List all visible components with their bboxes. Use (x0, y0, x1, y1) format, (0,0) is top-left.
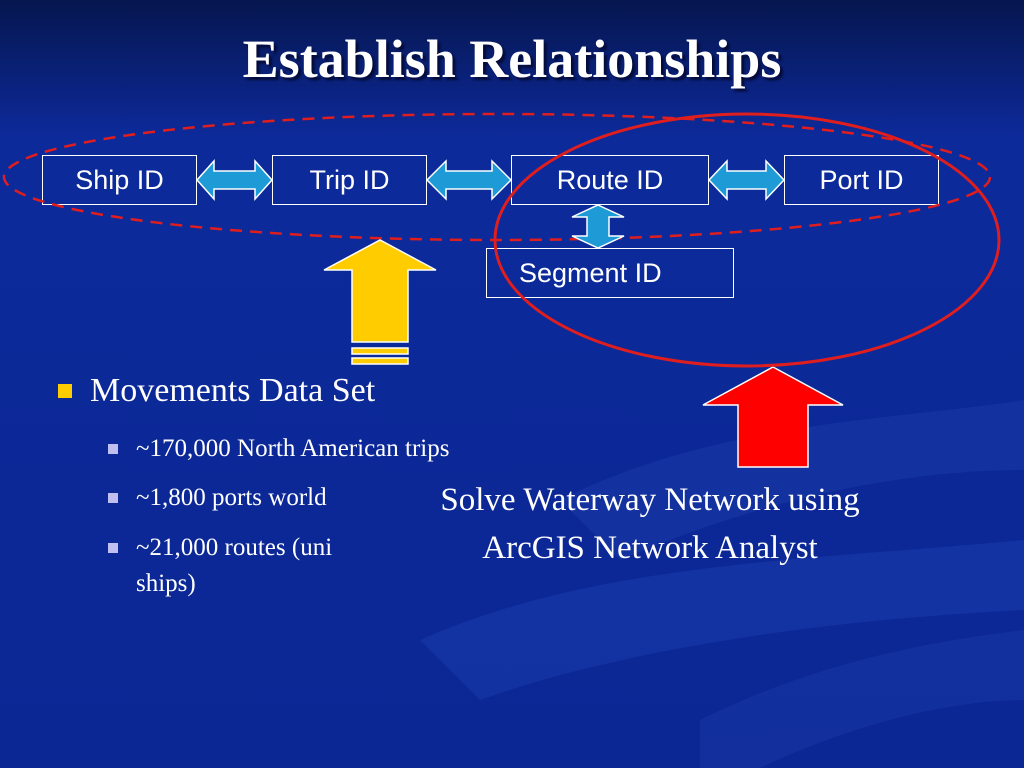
bullet-ports: ~1,800 ports world (108, 480, 400, 516)
port-id-box: Port ID (784, 155, 939, 205)
bullet-square-icon (108, 493, 118, 503)
trip-id-label: Trip ID (309, 164, 390, 195)
bullet-movements-text: Movements Data Set (90, 372, 376, 409)
callout-line1: Solve Waterway Network using (440, 482, 860, 518)
callout-line2: ArcGIS Network Analyst (482, 530, 818, 566)
bullet-routes-line2: ships) (136, 570, 196, 597)
trip-id-box: Trip ID (272, 155, 427, 205)
bullet-routes-text: ~21,000 routes (uni ships) (136, 530, 400, 602)
callout-text: Solve Waterway Network using ArcGIS Netw… (395, 476, 905, 572)
bullet-square-icon (58, 384, 72, 398)
port-id-label: Port ID (819, 164, 904, 195)
segment-id-box: Segment ID (486, 248, 734, 298)
route-id-box: Route ID (511, 155, 709, 205)
slide-title: Establish Relationships (242, 29, 782, 89)
ship-id-label: Ship ID (75, 164, 164, 195)
route-id-label: Route ID (556, 164, 664, 195)
bullet-trips-text: ~170,000 North American trips (136, 435, 450, 462)
bullet-square-icon (108, 543, 118, 553)
bullet-routes: ~21,000 routes (uni ships) (108, 530, 400, 602)
segment-id-label: Segment ID (519, 257, 662, 288)
bullet-ports-text: ~1,800 ports world (136, 484, 327, 511)
bullet-square-icon (108, 444, 118, 454)
bullet-trips: ~170,000 North American trips (108, 431, 449, 467)
bullet-routes-line1: ~21,000 routes (uni (136, 534, 333, 561)
bullet-movements: Movements Data Set (58, 372, 375, 410)
ship-id-box: Ship ID (42, 155, 197, 205)
